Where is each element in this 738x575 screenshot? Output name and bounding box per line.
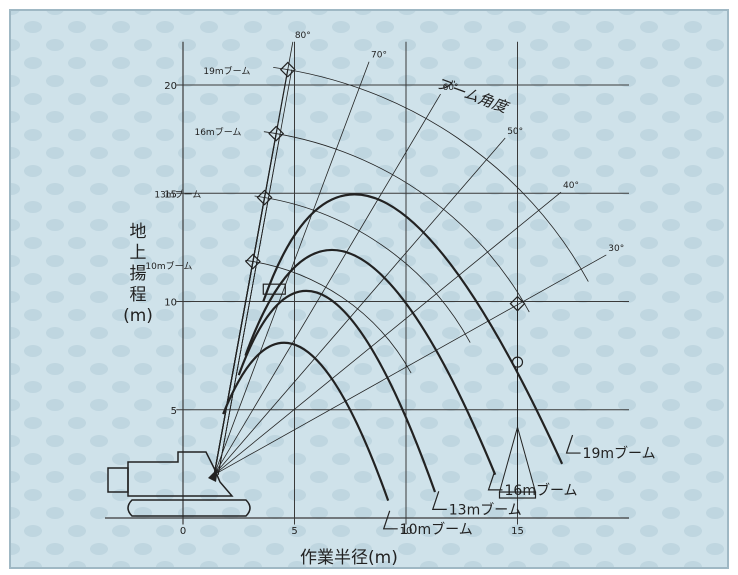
hook-block-16m bbox=[268, 125, 285, 142]
boom-tip-label-10m: 10mブーム bbox=[145, 260, 192, 272]
x-tick-label: 10 bbox=[400, 526, 413, 537]
y-axis-title-line: 程 bbox=[129, 285, 147, 305]
tick-labels: 0 5 10 15 5 10 15 20 bbox=[164, 81, 524, 537]
y-axis-title-line: 上 bbox=[129, 243, 147, 263]
angle-ray-50 bbox=[213, 137, 506, 475]
hook-block-far bbox=[509, 295, 526, 312]
diagram-panel bbox=[9, 9, 729, 569]
y-axis-title-line: (m) bbox=[123, 306, 153, 326]
load-box-far bbox=[498, 491, 537, 499]
boom-foot bbox=[208, 468, 218, 482]
crane-cab bbox=[127, 451, 234, 497]
curve-leader-19m bbox=[565, 434, 581, 454]
curve-label-13m: 13mブーム bbox=[449, 501, 522, 518]
hook-ball bbox=[511, 356, 524, 368]
boom-line-10m bbox=[213, 261, 254, 475]
boom-tip-label-16m: 16mブーム bbox=[194, 126, 241, 138]
curve-leader-13m bbox=[431, 491, 447, 510]
y-axis-title-line: 地 bbox=[129, 222, 147, 242]
y-axis-title-line: 揚 bbox=[129, 264, 147, 284]
y-tick-label: 20 bbox=[164, 81, 177, 92]
boom-length-arcs bbox=[245, 66, 589, 374]
angle-label-70: 70° bbox=[371, 51, 387, 61]
y-axis-title: 地 上 揚 程 (m) bbox=[118, 222, 158, 327]
x-tick-label: 5 bbox=[291, 526, 297, 537]
reach-curve-19m bbox=[262, 193, 564, 465]
hook-block-13m bbox=[256, 189, 273, 206]
angle-ray-60 bbox=[213, 93, 441, 475]
angle-label-60: 60° bbox=[443, 83, 459, 93]
boom-arc-13m bbox=[254, 195, 471, 343]
boom-arc-19m bbox=[273, 66, 589, 282]
angle-label-30: 30° bbox=[608, 244, 624, 254]
y-tick-label: 15 bbox=[164, 189, 177, 200]
x-axis-title: 作業半径(m) bbox=[300, 548, 398, 568]
reach-curve-10m bbox=[222, 341, 390, 502]
angle-label-40: 40° bbox=[563, 181, 579, 191]
reach-curve-13m bbox=[237, 289, 437, 493]
x-tick-label: 0 bbox=[180, 526, 186, 537]
angle-label-80: 80° bbox=[295, 31, 311, 41]
hook-block-10m bbox=[245, 253, 261, 270]
curve-label-19m: 19mブーム bbox=[583, 445, 656, 462]
angle-ray-30 bbox=[214, 254, 607, 476]
y-tick-label: 10 bbox=[164, 298, 177, 309]
x-tick-label: 15 bbox=[511, 526, 524, 537]
curve-label-10m: 10mブーム bbox=[400, 521, 473, 538]
hook-block-19m bbox=[279, 61, 296, 78]
reach-curve-16m bbox=[244, 248, 497, 476]
boom-chord-10m bbox=[217, 261, 258, 475]
angle-ray-40 bbox=[213, 191, 562, 476]
load-box bbox=[262, 283, 286, 295]
crane-illustration bbox=[107, 61, 537, 517]
boom-arc-16m bbox=[263, 131, 530, 313]
boom-arc-10m bbox=[245, 259, 412, 374]
boom-tip-label-13m: 13mブーム bbox=[154, 189, 201, 201]
angle-ray-70 bbox=[213, 61, 370, 475]
curve-leader-16m bbox=[487, 471, 503, 491]
crawler-track bbox=[127, 499, 251, 517]
boom-tip-label-19m: 19mブーム bbox=[203, 65, 250, 77]
y-tick-label: 5 bbox=[171, 406, 177, 417]
angle-label-50: 50° bbox=[507, 127, 523, 137]
curve-leader-10m bbox=[382, 510, 398, 530]
curve-label-16m: 16mブーム bbox=[505, 482, 578, 499]
reach-curves bbox=[222, 193, 564, 502]
